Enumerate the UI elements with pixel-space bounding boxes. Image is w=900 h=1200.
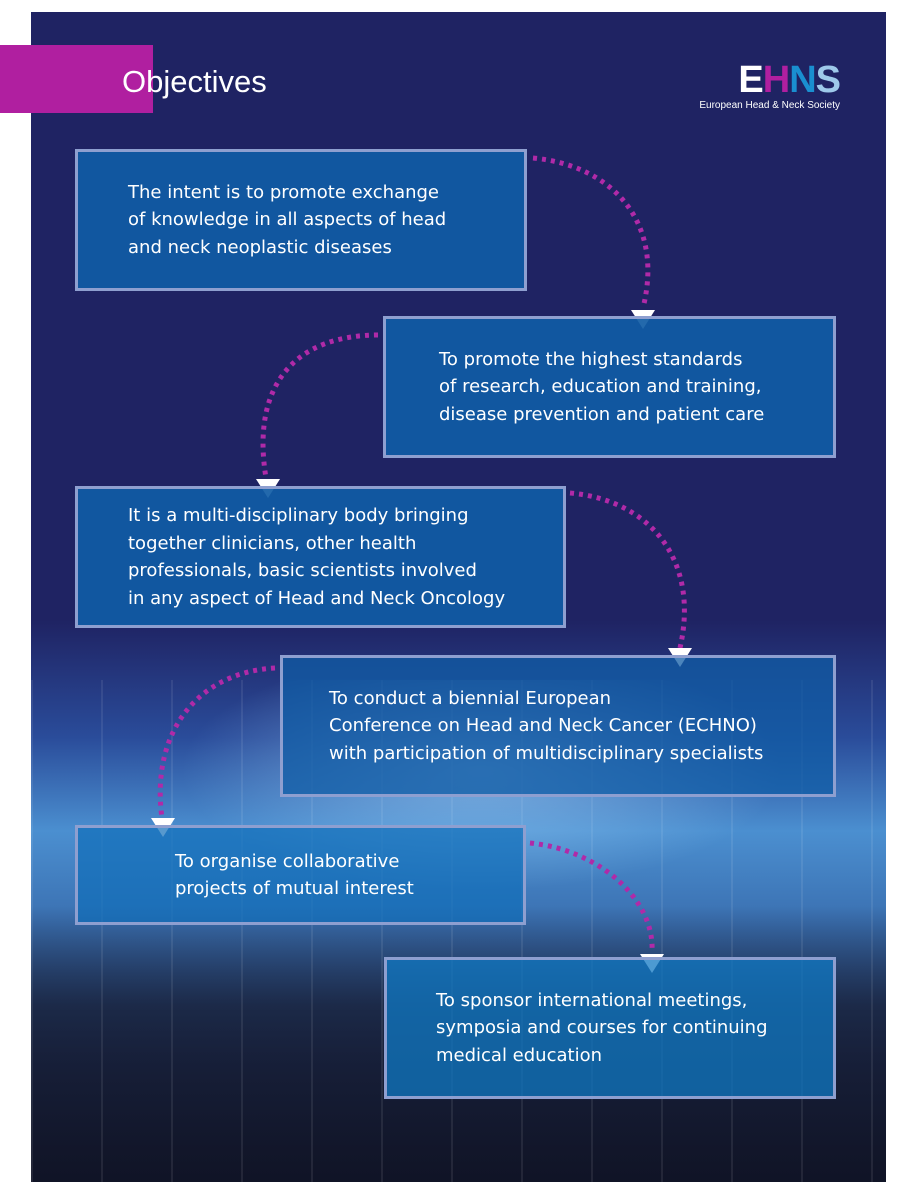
ehns-logo: EHNS European Head & Neck Society bbox=[680, 59, 841, 111]
logo-tagline: European Head & Neck Society bbox=[699, 100, 840, 111]
logo-letter: S bbox=[815, 59, 841, 101]
objective-box-5: To organise collaborative projects of mu… bbox=[75, 825, 526, 925]
page-title: Objectives bbox=[122, 64, 267, 99]
objective-box-4: To conduct a biennial European Conferenc… bbox=[280, 655, 836, 797]
objective-text: The intent is to promote exchange of kno… bbox=[128, 181, 447, 258]
objective-box-3: It is a multi-disciplinary body bringing… bbox=[75, 486, 566, 628]
logo-letter: H bbox=[762, 59, 790, 101]
objective-text: To conduct a biennial European Conferenc… bbox=[329, 687, 764, 764]
objective-text: To sponsor international meetings, sympo… bbox=[436, 989, 768, 1066]
objective-text: To promote the highest standards of rese… bbox=[439, 348, 765, 425]
title-accent-bar bbox=[0, 45, 153, 113]
objective-box-2: To promote the highest standards of rese… bbox=[383, 316, 836, 458]
objective-text: It is a multi-disciplinary body bringing… bbox=[128, 505, 506, 609]
objective-box-6: To sponsor international meetings, sympo… bbox=[384, 957, 836, 1099]
logo-letter: E bbox=[738, 59, 763, 101]
logo-letter: N bbox=[789, 59, 816, 101]
objective-text: To organise collaborative projects of mu… bbox=[175, 850, 414, 900]
objective-box-1: The intent is to promote exchange of kno… bbox=[75, 149, 527, 291]
